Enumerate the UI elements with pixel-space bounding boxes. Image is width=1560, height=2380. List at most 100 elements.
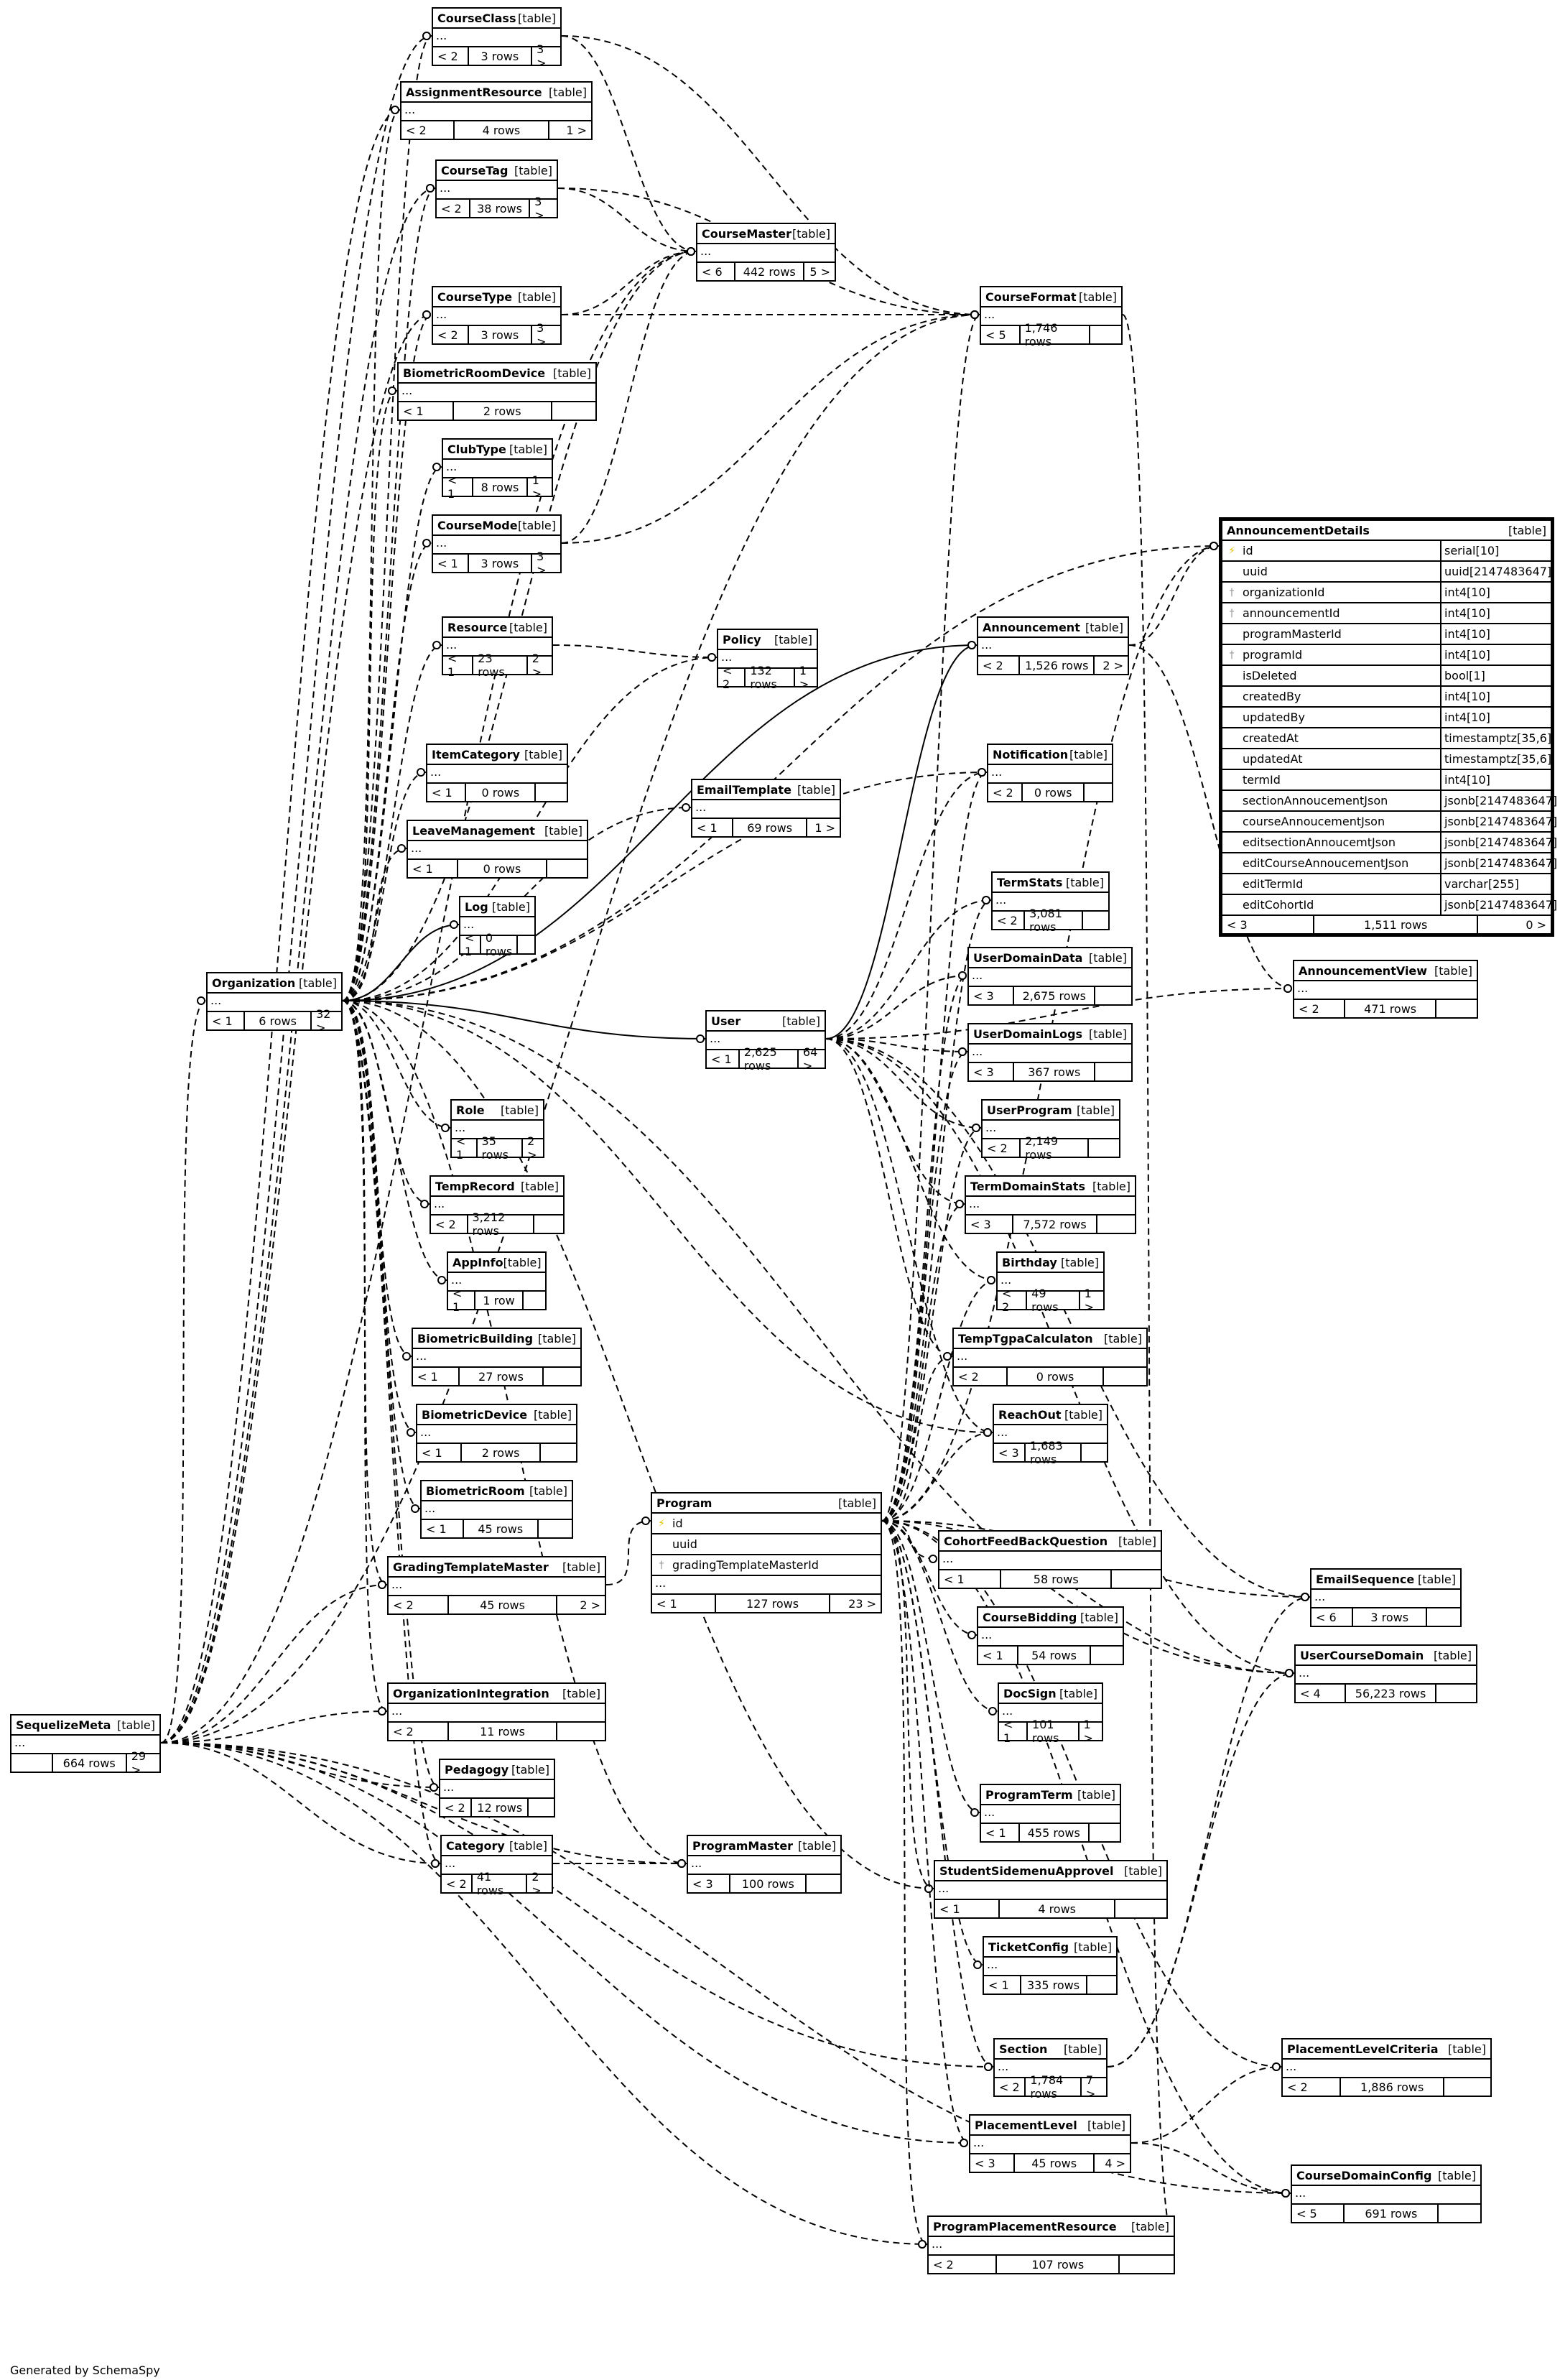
more-columns[interactable]: ...	[433, 536, 560, 555]
parents-link[interactable]: < 1	[443, 652, 474, 679]
more-columns[interactable]: ...	[970, 2136, 1130, 2154]
children-link[interactable]	[1095, 987, 1131, 1004]
children-link[interactable]	[1104, 1368, 1146, 1385]
parents-link[interactable]: < 1	[939, 1570, 1002, 1588]
parents-link[interactable]: < 2	[718, 664, 746, 691]
parents-link[interactable]: < 3	[969, 987, 1015, 1004]
children-link[interactable]: 64 >	[802, 1045, 818, 1073]
children-link[interactable]	[1115, 1900, 1166, 1917]
parents-link[interactable]: < 2	[1294, 1000, 1346, 1017]
more-columns[interactable]: ...	[1294, 981, 1477, 1000]
children-link[interactable]	[534, 1216, 563, 1233]
children-link[interactable]: 0 >	[1526, 917, 1546, 932]
children-link[interactable]: 1 >	[531, 473, 542, 501]
children-link[interactable]	[1089, 1139, 1119, 1157]
children-link[interactable]	[1095, 1063, 1131, 1080]
more-columns[interactable]: ...	[431, 1197, 563, 1216]
parents-link[interactable]: < 2	[389, 1723, 450, 1740]
children-link[interactable]	[557, 1723, 605, 1740]
parents-link[interactable]: < 2	[442, 1875, 473, 1892]
parents-link[interactable]: < 1	[433, 555, 469, 572]
parents-link[interactable]: < 1	[692, 819, 734, 836]
parents-link[interactable]: < 1	[999, 1718, 1029, 1745]
more-columns[interactable]: ...	[939, 1552, 1161, 1570]
parents-link[interactable]: < 1	[427, 784, 467, 801]
children-link[interactable]: 3 >	[537, 550, 547, 577]
parents-link[interactable]: < 1	[707, 1050, 740, 1068]
children-link[interactable]	[524, 1292, 545, 1309]
parents-link[interactable]: < 1	[935, 1900, 1000, 1917]
parents-link[interactable]: < 1	[399, 402, 454, 420]
more-columns[interactable]: ...	[433, 29, 560, 47]
children-link[interactable]	[539, 1520, 572, 1537]
more-columns[interactable]: ...	[437, 181, 557, 200]
children-link[interactable]	[807, 1875, 840, 1892]
parents-link[interactable]: < 1	[460, 931, 481, 958]
children-link[interactable]	[544, 1368, 580, 1385]
column-row[interactable]: †gradingTemplateMasterId	[652, 1555, 881, 1576]
children-link[interactable]	[1091, 1647, 1123, 1664]
more-columns[interactable]: ...	[422, 1501, 572, 1520]
parents-link[interactable]: < 2	[433, 47, 469, 65]
parents-link[interactable]: < 2	[437, 200, 470, 217]
more-columns[interactable]: ...	[389, 1704, 605, 1723]
parents-link[interactable]: < 3	[994, 1444, 1026, 1461]
children-link[interactable]: 2 >	[527, 1134, 537, 1162]
more-columns[interactable]: ...	[718, 650, 817, 669]
children-link[interactable]: 3 >	[534, 195, 544, 222]
children-link[interactable]: 4 >	[1105, 2156, 1125, 2170]
more-columns[interactable]: ...	[427, 765, 567, 784]
more-columns[interactable]: ...	[443, 638, 552, 657]
more-columns[interactable]: ...	[929, 2237, 1174, 2256]
more-columns[interactable]: ...	[208, 994, 341, 1012]
children-link[interactable]: 1 >	[566, 123, 587, 137]
more-columns[interactable]: ...	[954, 1349, 1146, 1368]
more-columns[interactable]: ...	[981, 1805, 1120, 1824]
more-columns[interactable]: ...	[707, 1032, 825, 1050]
parents-link[interactable]: < 2	[978, 657, 1021, 674]
parents-link[interactable]: < 2	[998, 1287, 1028, 1314]
parents-link[interactable]: < 1	[408, 860, 458, 877]
children-link[interactable]: 2 >	[580, 1598, 600, 1612]
children-link[interactable]: 1 >	[814, 820, 835, 835]
children-link[interactable]	[1444, 2078, 1490, 2096]
children-link[interactable]	[1085, 784, 1112, 801]
more-columns[interactable]: ...	[11, 1736, 159, 1754]
parents-link[interactable]: < 1	[652, 1595, 717, 1612]
children-link[interactable]	[547, 860, 587, 877]
children-link[interactable]	[518, 936, 534, 953]
parents-link[interactable]: < 3	[966, 1216, 1013, 1233]
parents-link[interactable]: < 3	[969, 1063, 1015, 1080]
parents-link[interactable]: < 1	[413, 1368, 460, 1385]
children-link[interactable]: 2 >	[1102, 658, 1123, 672]
more-columns[interactable]: ...	[1311, 1590, 1460, 1608]
parents-link[interactable]: < 1	[984, 1976, 1021, 1994]
more-columns[interactable]: ...	[697, 244, 835, 263]
children-link[interactable]	[552, 402, 595, 420]
parents-link[interactable]: < 1	[417, 1444, 462, 1461]
